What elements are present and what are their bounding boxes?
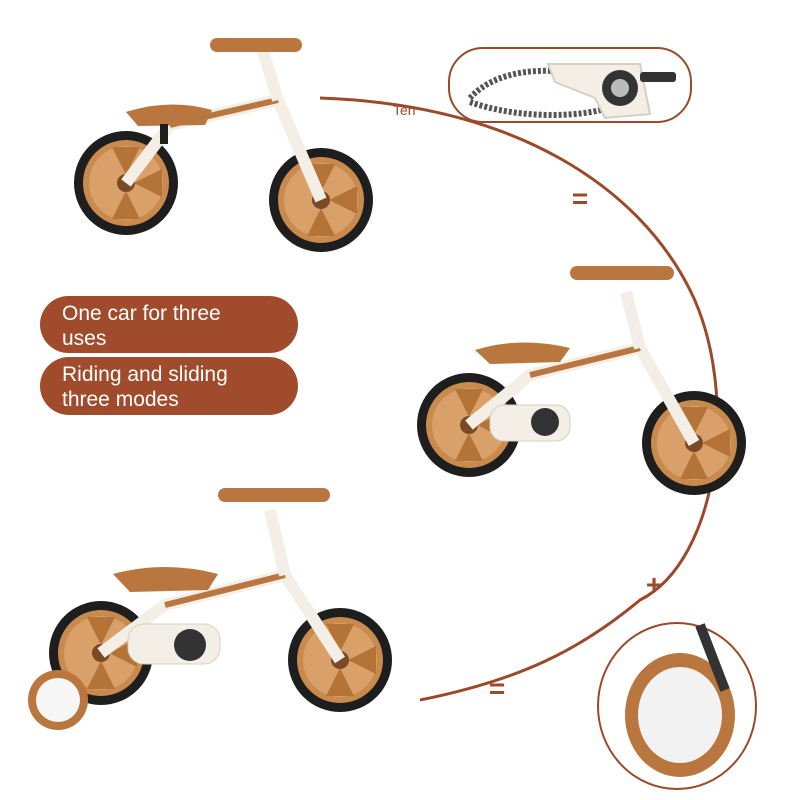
feature-pill-riding-modes: Riding and sliding three modes bbox=[40, 357, 298, 415]
feature-pill-one-car: One car for three uses bbox=[40, 296, 298, 353]
feature-pill-one-car-line-1: One car for three bbox=[62, 302, 221, 325]
chain-crank-illustration bbox=[448, 47, 692, 123]
training-wheel-closeup bbox=[597, 622, 757, 790]
plus-symbol: + bbox=[646, 569, 662, 600]
callout-label-top: Ten bbox=[393, 102, 416, 118]
pedal-bike-illustration bbox=[417, 266, 746, 495]
connector-arc bbox=[319, 96, 719, 702]
equals-symbol-2: = bbox=[489, 673, 505, 704]
feature-pill-riding-modes-line-1: Riding and sliding bbox=[62, 363, 228, 386]
training-wheel-bike-illustration bbox=[28, 488, 392, 730]
feature-pill-one-car-line-2: uses bbox=[62, 327, 107, 350]
balance-bike-illustration bbox=[74, 38, 373, 252]
feature-pill-riding-modes-line-2: three modes bbox=[62, 388, 179, 411]
equals-symbol-1: = bbox=[572, 183, 588, 214]
